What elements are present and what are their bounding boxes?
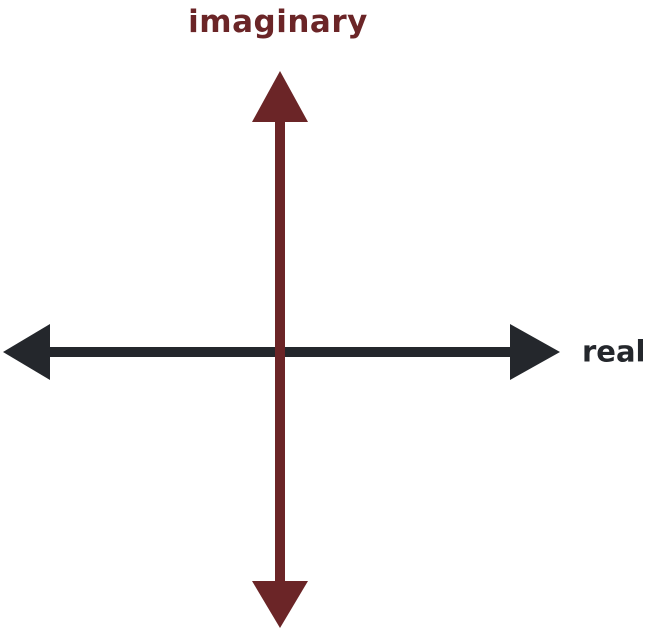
real-axis-left-arrowhead: [3, 324, 50, 380]
real-axis-right-arrowhead: [510, 324, 560, 380]
imaginary-axis-bottom-arrowhead: [252, 581, 308, 628]
real-axis-label: real: [582, 334, 646, 369]
imaginary-axis-label: imaginary: [188, 4, 368, 40]
imaginary-axis-top-arrowhead: [252, 71, 308, 122]
imaginary-axis: [252, 71, 308, 628]
